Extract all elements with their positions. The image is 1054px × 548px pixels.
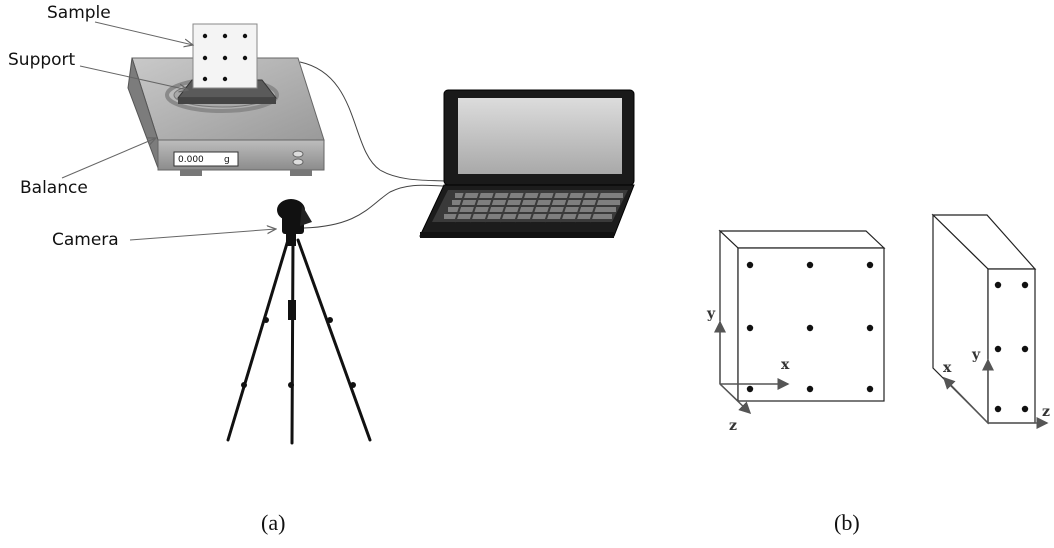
laptop [419,89,635,238]
sample [192,23,258,89]
side-axis-z: z [1042,404,1050,420]
display-unit: g [224,155,230,165]
caption-b: (b) [834,510,860,535]
laptop-screen [458,98,622,174]
front-axis-y: y [706,306,716,322]
caption-a: (a) [261,510,285,535]
label-balance: Balance [20,178,88,198]
side-view-axes: y z x [942,347,1050,429]
label-sample: Sample [47,3,111,23]
balance-button-2 [292,158,304,166]
front-axis-z: z [729,418,737,434]
label-camera: Camera [52,230,119,250]
label-support: Support [8,50,76,70]
balance-button-1 [292,150,304,158]
balance-cable [299,61,445,182]
front-view-box [718,229,886,403]
side-axis-x: x [943,360,952,376]
camera-cable [303,184,445,229]
side-axis-y: y [971,347,981,363]
side-view-box [931,213,1037,425]
front-axis-x: x [781,357,790,373]
display-reading: 0.000 [178,155,204,165]
camera [277,199,312,234]
tripod [226,232,372,445]
front-view-axes: y x z [706,306,790,434]
balance-display [173,151,239,167]
